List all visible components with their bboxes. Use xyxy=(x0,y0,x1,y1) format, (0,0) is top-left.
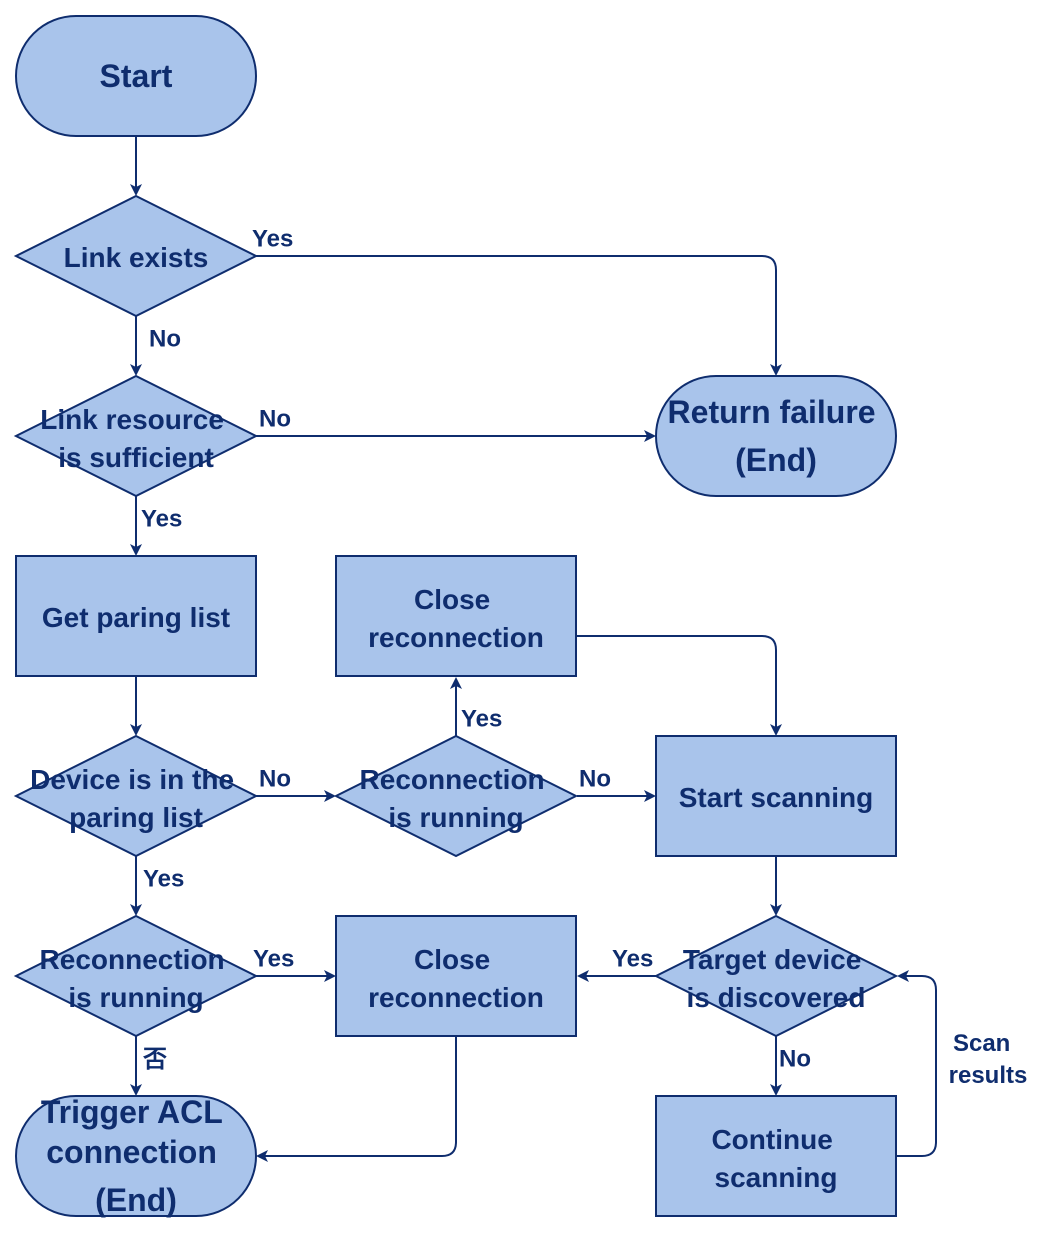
svg-text:Link exists: Link exists xyxy=(64,242,209,273)
svg-text:Trigger ACL connection: Trigger ACL connection (End) xyxy=(41,1094,231,1218)
link-resource-label-line1: Link resource xyxy=(40,404,224,435)
reconnection-running-low-label-line1: Reconnection xyxy=(40,944,225,975)
reconnection-running-mid-label-line2: is running xyxy=(388,802,523,833)
close-reconnection-low-label-line1: Close xyxy=(414,944,490,975)
label-device-no: No xyxy=(259,766,291,793)
start-node-label: Start xyxy=(100,58,173,94)
svg-text:Start: Start xyxy=(100,58,173,94)
edge-scan-results xyxy=(896,970,937,1157)
svg-text:Reconnection is running: Reconnection is running xyxy=(360,764,553,833)
device-in-list-label-line2: paring list xyxy=(69,802,203,833)
get-paring-list-process: Get paring list xyxy=(15,555,257,677)
reconnection-running-low-label-line2: is running xyxy=(68,982,203,1013)
continue-scanning-label-line1: Continue xyxy=(711,1124,832,1155)
edge-link-exists-yes xyxy=(256,255,782,376)
close-reconnection-top-label-line2: reconnection xyxy=(368,622,544,653)
label-reconnection-mid-no: No xyxy=(579,766,611,793)
svg-text:Close reconnection: Close reconnection xyxy=(368,584,544,653)
close-reconnection-low-process: Close reconnection xyxy=(335,915,577,1037)
start-scanning-label: Start scanning xyxy=(679,782,873,813)
reconnection-running-mid-label-line1: Reconnection xyxy=(360,764,545,795)
return-failure-label-line1: Return failure xyxy=(668,394,876,430)
device-in-list-label-line1: Device is in the xyxy=(30,764,234,795)
svg-text:Start scanning: Start scanning xyxy=(679,782,873,813)
reconnection-running-low-decision: Reconnection is running xyxy=(13,914,259,1038)
label-scan-results-line1: Scan xyxy=(953,1030,1010,1057)
label-link-exists-no: No xyxy=(149,326,181,353)
edge-labels: Yes No No Yes Yes No No Yes Yes Yes 否 No… xyxy=(141,226,1027,1089)
label-link-exists-yes: Yes xyxy=(252,226,293,253)
trigger-acl-label-line1: Trigger ACL xyxy=(41,1094,222,1130)
svg-text:Device is in the paring: Device is in the paring list xyxy=(30,764,242,833)
target-discovered-label-line1: Target device xyxy=(683,944,861,975)
target-discovered-label-line2: is discovered xyxy=(687,982,866,1013)
label-reconnection-low-no: 否 xyxy=(142,1045,167,1073)
link-exists-label: Link exists xyxy=(64,242,209,273)
svg-text:Link resource is suffici: Link resource is sufficient xyxy=(40,404,231,473)
continue-scanning-label-line2: scanning xyxy=(715,1162,838,1193)
svg-text:Return failure (End): Return failure (End) xyxy=(668,394,885,478)
link-resource-decision: Link resource is sufficient xyxy=(13,374,259,498)
link-resource-label-line2: is sufficient xyxy=(58,442,214,473)
label-scan-results: Scan results xyxy=(949,1030,1028,1089)
svg-text:Close reconnection: Close reconnection xyxy=(368,944,544,1013)
continue-scanning-process: Continue scanning xyxy=(655,1095,897,1217)
edge-close-low-to-trigger xyxy=(256,1037,457,1162)
trigger-acl-terminal: Trigger ACL connection (End) xyxy=(15,1094,257,1218)
edge-close-top-to-start-scanning xyxy=(577,635,782,736)
svg-text:Continue scanning: Continue scanning xyxy=(711,1124,840,1193)
reconnection-running-mid-decision: Reconnection is running xyxy=(333,734,579,858)
device-in-list-decision: Device is in the paring list xyxy=(13,734,259,858)
start-scanning-process: Start scanning xyxy=(655,735,897,857)
trigger-acl-label-line2: connection xyxy=(46,1134,217,1170)
close-reconnection-top-label-line1: Close xyxy=(414,584,490,615)
svg-text:Get paring list: Get paring list xyxy=(42,602,230,633)
svg-text:Reconnection is running: Reconnection is running xyxy=(40,944,233,1013)
return-failure-terminal: Return failure (End) xyxy=(655,375,897,497)
label-link-resource-no: No xyxy=(259,406,291,433)
label-device-yes: Yes xyxy=(143,866,184,893)
trigger-acl-label-line3: (End) xyxy=(95,1182,177,1218)
label-target-no: No xyxy=(779,1046,811,1073)
label-link-resource-yes: Yes xyxy=(141,506,182,533)
label-target-yes: Yes xyxy=(612,946,653,973)
label-reconnection-low-yes: Yes xyxy=(253,946,294,973)
svg-text:Target device is discove: Target device is discovered xyxy=(683,944,869,1013)
target-discovered-decision: Target device is discovered xyxy=(653,914,899,1038)
edges xyxy=(130,137,937,1162)
close-reconnection-low-label-line2: reconnection xyxy=(368,982,544,1013)
start-node: Start xyxy=(15,15,257,137)
close-reconnection-top-process: Close reconnection xyxy=(335,555,577,677)
link-exists-decision: Link exists xyxy=(13,194,259,318)
label-scan-results-line2: results xyxy=(949,1062,1028,1089)
return-failure-label-line2: (End) xyxy=(735,442,817,478)
get-paring-list-label: Get paring list xyxy=(42,602,230,633)
label-reconnection-mid-yes: Yes xyxy=(461,706,502,733)
